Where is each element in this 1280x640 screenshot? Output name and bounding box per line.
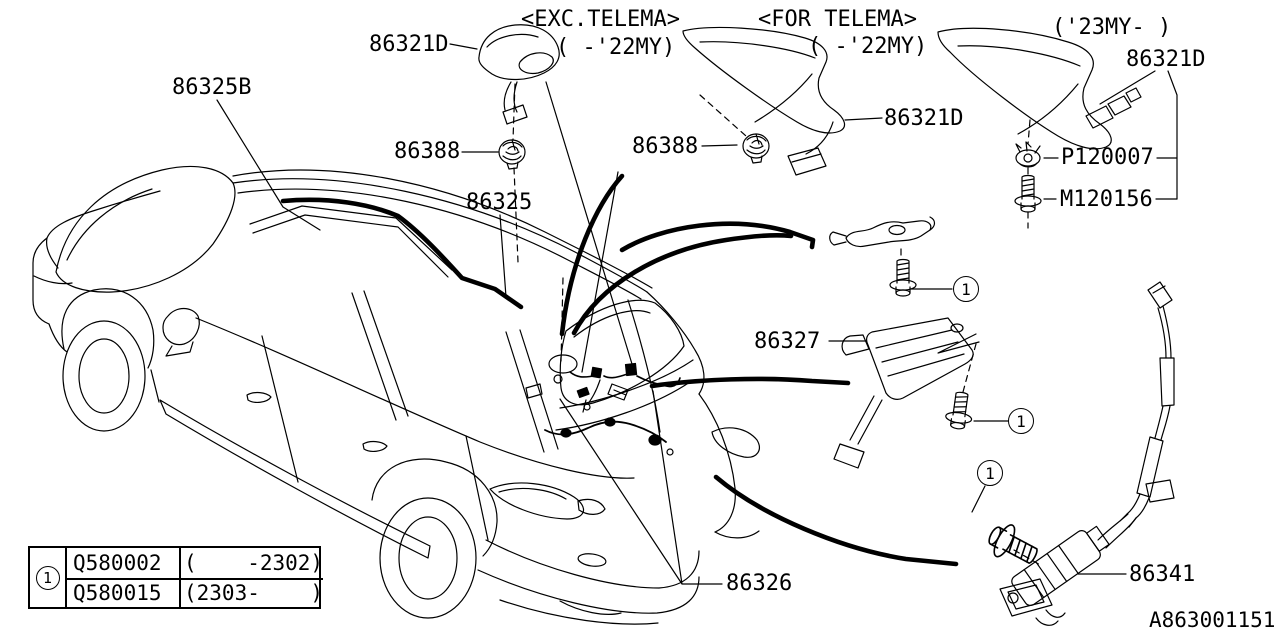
grommet-86388-rear (742, 133, 770, 164)
table-date-range: ( -2302) (179, 548, 323, 578)
cable-branch-connector (1145, 479, 1175, 503)
part-label-p120007[interactable]: P120007 (1061, 145, 1154, 170)
front-wheel (62, 320, 146, 432)
rear-wheel-arch (371, 458, 498, 557)
license-lamp (577, 553, 607, 567)
bolt-roof-bracket (889, 258, 917, 297)
callout-1-86327-bolt: 1 (1008, 408, 1034, 434)
d-pillar (627, 299, 661, 433)
callout-number: 1 (42, 568, 53, 587)
antenna-for-telema (682, 26, 846, 176)
callout-number: 1 (985, 463, 995, 483)
door-handle-front (246, 391, 272, 403)
cable-86341 (1097, 281, 1175, 549)
note-for-telema-my: ( -'22MY) (808, 34, 928, 59)
part-label-86327[interactable]: 86327 (754, 329, 821, 354)
table-part-number[interactable]: Q580015 (67, 577, 179, 608)
part-86341 (999, 525, 1110, 626)
part-label-m120156[interactable]: M120156 (1060, 187, 1153, 212)
windshield (55, 165, 236, 293)
roof-bracket (829, 216, 936, 248)
rear-harness-86326 (544, 386, 674, 456)
dashed-leaders (512, 83, 1043, 567)
cable-end-connector (1147, 281, 1173, 309)
antenna-pigtails (1085, 87, 1142, 129)
callout-1-roof-bolt: 1 (953, 276, 979, 302)
part-label-86325b[interactable]: 86325B (172, 75, 252, 100)
roof-harness-86325 (525, 354, 681, 411)
bolt-m120156 (1014, 174, 1042, 213)
leader-lines (216, 43, 1178, 585)
part-label-86325[interactable]: 86325 (466, 190, 533, 215)
beltline (195, 317, 635, 479)
table-part-number[interactable]: Q580002 (73, 550, 162, 575)
roof-rail (232, 178, 648, 293)
callout-number: 1 (961, 279, 971, 299)
callout-number: 1 (1016, 411, 1026, 431)
antenna-23my (937, 27, 1142, 150)
part-label-86321d-exc[interactable]: 86321D (369, 32, 449, 57)
highlighted-antenna-cables (280, 173, 959, 567)
part-label-86321d-23my[interactable]: 86321D (1126, 47, 1206, 72)
callout-1-table: 1 (35, 565, 60, 590)
front-wheel-arch (61, 288, 155, 369)
note-exc-telema: <EXC.TELEMA> (521, 7, 680, 32)
part-label-86326[interactable]: 86326 (726, 571, 793, 596)
nut-p120007 (1015, 141, 1041, 168)
rocker-panel (159, 399, 431, 559)
rear-wheel (379, 497, 477, 619)
grommet-86388-front (498, 139, 526, 170)
side-mirror (162, 307, 200, 346)
rear-feeder-cable (713, 474, 959, 567)
antenna-connector (787, 147, 827, 176)
table-date-range: (2303- ) (179, 577, 324, 607)
bolt-86341 (982, 517, 1044, 574)
tail-light (489, 482, 584, 520)
callout-1-86341-bolt: 1 (977, 460, 1003, 486)
antenna-exc-telema (478, 24, 560, 125)
door-handle-rear (362, 440, 388, 452)
diagram-code: A863001151 (1149, 608, 1276, 632)
roof-feeder-cable (280, 197, 524, 310)
table-callout-cell: 1 (30, 548, 67, 607)
b-pillar (351, 290, 409, 421)
liftgate-edge (646, 291, 705, 395)
note-exc-telema-my: ( -'22MY) (556, 35, 676, 60)
bolt-86327 (943, 390, 976, 432)
far-tail-light (711, 427, 760, 458)
note-for-telema: <FOR TELEMA> (758, 7, 917, 32)
part-label-86388-front[interactable]: 86388 (394, 139, 461, 164)
part-label-86388-rear[interactable]: 86388 (632, 134, 699, 159)
rear-bumper (485, 539, 700, 589)
note-23my: ('23MY- ) (1052, 15, 1172, 40)
hood (45, 190, 161, 269)
rear-glass (559, 299, 685, 406)
c-pillar (505, 329, 559, 453)
callout-reference-table: 1 Q580002 ( -2302) Q580015 (2303- ) (28, 546, 324, 609)
part-label-86341[interactable]: 86341 (1129, 562, 1196, 587)
part-label-86321d-for[interactable]: 86321D (884, 106, 964, 131)
